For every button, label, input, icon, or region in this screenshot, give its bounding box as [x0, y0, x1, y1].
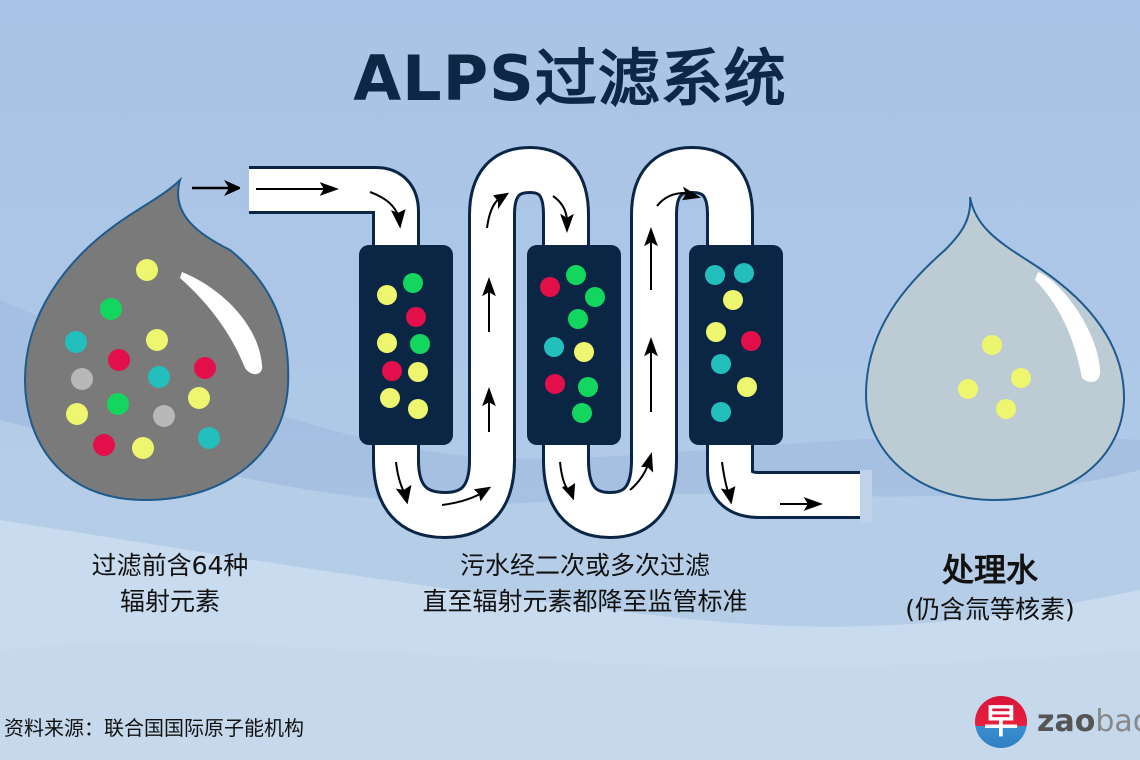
- particle-yellow: [408, 399, 428, 419]
- particle-green: [572, 403, 592, 423]
- particle-gray: [71, 368, 93, 390]
- particle-green: [107, 393, 129, 415]
- particle-yellow: [1011, 368, 1031, 388]
- particle-red: [93, 434, 115, 456]
- logo-text-light: bao: [1095, 704, 1140, 739]
- particle-green: [410, 334, 430, 354]
- particle-yellow: [132, 437, 154, 459]
- caption-before-line-2: 辐射元素: [119, 587, 220, 616]
- particle-red: [406, 307, 426, 327]
- filter-2: [527, 245, 621, 445]
- caption-process-line-2: 直至辐射元素都降至监管标准: [422, 587, 748, 616]
- particle-green: [568, 309, 588, 329]
- particle-teal: [148, 366, 170, 388]
- particle-green: [403, 273, 423, 293]
- particle-yellow: [188, 387, 210, 409]
- particle-teal: [705, 265, 725, 285]
- particle-red: [741, 331, 761, 351]
- particle-yellow: [706, 322, 726, 342]
- particle-yellow: [380, 388, 400, 408]
- caption-after-note: (仍含氚等核素): [905, 595, 1075, 624]
- particle-green: [100, 298, 122, 320]
- caption-after: 处理水 (仍含氚等核素): [870, 548, 1110, 628]
- caption-before: 过滤前含64种 辐射元素: [30, 548, 310, 620]
- particle-yellow: [982, 335, 1002, 355]
- treated-water-drop: [864, 196, 1126, 502]
- caption-process: 污水经二次或多次过滤 直至辐射元素都降至监管标准: [360, 548, 810, 620]
- particle-yellow: [958, 379, 978, 399]
- particle-green: [585, 287, 605, 307]
- particle-teal: [544, 337, 564, 357]
- dirty-water-drop: [23, 176, 290, 502]
- particle-yellow: [723, 290, 743, 310]
- logo-char: 早: [984, 702, 1018, 742]
- particle-yellow: [574, 342, 594, 362]
- logo-text: zaobao: [1037, 704, 1140, 739]
- particle-red: [382, 361, 402, 381]
- zaobao-logo[interactable]: 早 zaobao: [975, 696, 1140, 748]
- input-arrow-icon: [192, 180, 242, 196]
- particle-teal: [198, 427, 220, 449]
- particle-gray: [153, 405, 175, 427]
- particle-green: [566, 265, 586, 285]
- caption-process-line-1: 污水经二次或多次过滤: [459, 551, 710, 580]
- particle-yellow: [66, 403, 88, 425]
- filter-3: [689, 245, 783, 445]
- caption-after-title: 处理水: [941, 551, 1038, 589]
- particle-teal: [734, 263, 754, 283]
- page-title: ALPS过滤系统: [353, 42, 787, 115]
- particle-green: [578, 377, 598, 397]
- particle-yellow: [408, 362, 428, 382]
- particle-red: [540, 277, 560, 297]
- particle-teal: [65, 331, 87, 353]
- particle-yellow: [377, 333, 397, 353]
- particle-yellow: [377, 285, 397, 305]
- particle-teal: [711, 402, 731, 422]
- particle-yellow: [146, 329, 168, 351]
- particle-yellow: [996, 399, 1016, 419]
- particle-red: [108, 349, 130, 371]
- particle-yellow: [136, 259, 158, 281]
- caption-before-line-1: 过滤前含64种: [91, 551, 249, 580]
- logo-circle-icon: 早: [975, 696, 1027, 748]
- pipe-system: [240, 146, 872, 539]
- particle-yellow: [737, 377, 757, 397]
- particle-red: [194, 357, 216, 379]
- particle-teal: [711, 354, 731, 374]
- logo-text-bold: zao: [1037, 704, 1096, 739]
- source-note: 资料来源：联合国国际原子能机构: [4, 716, 304, 740]
- flow-arrows: [256, 182, 823, 511]
- particle-red: [545, 374, 565, 394]
- filter-1: [359, 245, 453, 445]
